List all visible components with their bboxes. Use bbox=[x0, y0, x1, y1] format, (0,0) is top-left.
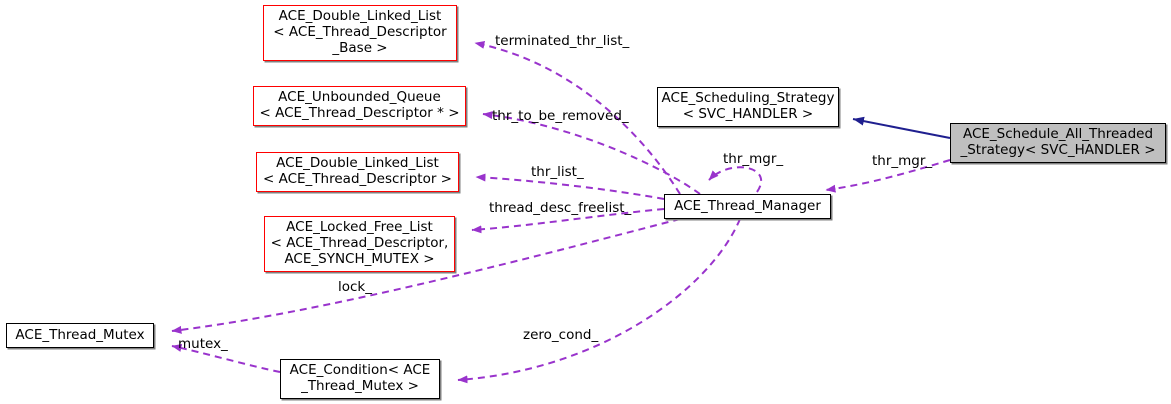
edge-label-lock: lock_ bbox=[338, 279, 373, 295]
edge-mutex bbox=[171, 344, 281, 373]
edge-thr-mgr-self bbox=[708, 166, 763, 193]
node-label: ACE_Thread_Manager bbox=[674, 197, 821, 214]
edge-label-thr-mgr-self: thr_mgr_ bbox=[723, 151, 784, 167]
edge-label-zero-cond: zero_cond_ bbox=[523, 327, 599, 343]
edge-thr-mgr-strategy bbox=[825, 159, 951, 193]
edge-label-thr-list: thr_list_ bbox=[531, 164, 584, 180]
node-ace-thread-manager[interactable]: ACE_Thread_Manager bbox=[664, 194, 831, 219]
edge-lock bbox=[171, 218, 681, 334]
node-label: ACE_Schedule_All_Threaded _Strategy< SVC… bbox=[960, 126, 1156, 158]
node-ace-scheduling-strategy[interactable]: ACE_Scheduling_Strategy < SVC_HANDLER > bbox=[657, 87, 839, 127]
edge-inheritance bbox=[852, 116, 951, 139]
edge-label-terminated-thr-list: terminated_thr_list_ bbox=[495, 33, 630, 49]
edge-thread-desc-freelist bbox=[471, 208, 665, 234]
node-label: ACE_Thread_Mutex bbox=[15, 326, 145, 343]
edge-thr-to-be-removed bbox=[482, 111, 701, 195]
node-ace-double-linked-list-thread-descriptor[interactable]: ACE_Double_Linked_List < ACE_Thread_Desc… bbox=[256, 152, 459, 192]
edge-label-mutex: mutex_ bbox=[178, 336, 228, 352]
node-ace-condition-thread-mutex[interactable]: ACE_Condition< ACE _Thread_Mutex > bbox=[280, 359, 440, 399]
node-ace-schedule-all-threaded-strategy[interactable]: ACE_Schedule_All_Threaded _Strategy< SVC… bbox=[950, 123, 1166, 163]
node-label: ACE_Double_Linked_List < ACE_Thread_Desc… bbox=[263, 155, 452, 187]
edge-label-thread-desc-freelist: thread_desc_freelist_ bbox=[489, 200, 632, 216]
edge-zero-cond bbox=[457, 218, 741, 384]
node-ace-double-linked-list-thread-descriptor-base[interactable]: ACE_Double_Linked_List < ACE_Thread_Desc… bbox=[263, 5, 457, 61]
node-ace-unbounded-queue[interactable]: ACE_Unbounded_Queue < ACE_Thread_Descrip… bbox=[253, 86, 466, 126]
node-ace-locked-free-list[interactable]: ACE_Locked_Free_List < ACE_Thread_Descri… bbox=[264, 216, 455, 272]
node-ace-thread-mutex[interactable]: ACE_Thread_Mutex bbox=[6, 323, 154, 348]
node-label: ACE_Unbounded_Queue < ACE_Thread_Descrip… bbox=[259, 89, 460, 121]
node-label: ACE_Double_Linked_List < ACE_Thread_Desc… bbox=[273, 8, 447, 56]
edge-label-thr-mgr-strategy: thr_mgr_ bbox=[872, 153, 933, 169]
node-label: ACE_Condition< ACE _Thread_Mutex > bbox=[289, 362, 431, 394]
edge-thr-list bbox=[475, 173, 665, 200]
edge-label-thr-to-be-removed: thr_to_be_removed_ bbox=[492, 108, 629, 124]
edge-terminated-thr-list bbox=[474, 40, 681, 195]
node-label: ACE_Scheduling_Strategy < SVC_HANDLER > bbox=[661, 90, 835, 122]
node-label: ACE_Locked_Free_List < ACE_Thread_Descri… bbox=[270, 219, 449, 267]
